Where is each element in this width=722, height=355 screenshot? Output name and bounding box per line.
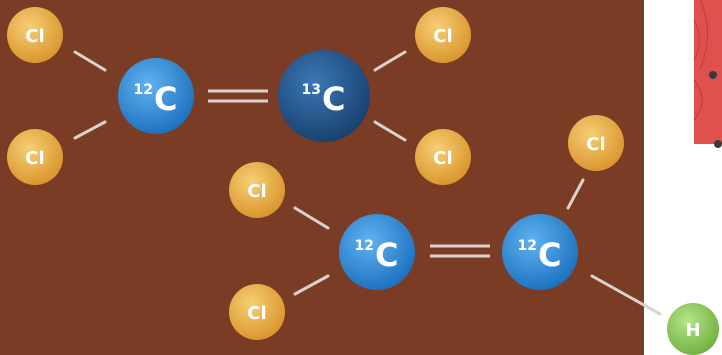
molecule-top: Cl Cl Cl Cl 12 C 13 C (7, 7, 471, 185)
atom-label: Cl (433, 26, 452, 47)
chlorine-atom: Cl (415, 7, 471, 63)
bond (293, 206, 330, 230)
inset-thumbnail (693, 0, 722, 148)
bond (73, 50, 107, 72)
bond (373, 120, 407, 142)
element-symbol: C (538, 236, 561, 274)
chlorine-atom: Cl (229, 162, 285, 218)
atom-label: Cl (433, 148, 452, 169)
carbon-12-atom: 12 C (118, 58, 194, 134)
carbon-13-atom: 13 C (278, 50, 370, 142)
isotope-number: 13 (302, 82, 321, 98)
carbon-12-atom: 12 C (502, 214, 578, 290)
element-symbol: C (154, 80, 177, 118)
atom-label: H (685, 320, 700, 341)
hydrogen-atom: H (667, 303, 719, 355)
chlorine-atom: Cl (229, 284, 285, 340)
chlorine-atom: Cl (7, 129, 63, 185)
atom-label: Cl (247, 181, 266, 202)
atom-label: Cl (247, 303, 266, 324)
bond (73, 120, 107, 140)
molecule-bottom: Cl Cl Cl 12 C 12 C H (229, 115, 719, 355)
chlorine-atom: Cl (7, 7, 63, 63)
chlorine-atom: Cl (415, 129, 471, 185)
atom-label: Cl (586, 134, 605, 155)
bond (566, 178, 585, 210)
element-symbol: C (322, 80, 345, 118)
bond (373, 50, 407, 72)
isotope-number: 12 (518, 238, 537, 254)
bond (293, 274, 330, 296)
chlorine-atom: Cl (568, 115, 624, 171)
atom-label: Cl (25, 148, 44, 169)
atom-label: Cl (25, 26, 44, 47)
isotope-number: 12 (134, 82, 153, 98)
element-symbol: C (375, 236, 398, 274)
isotope-number: 12 (355, 238, 374, 254)
bond (590, 274, 662, 316)
carbon-12-atom: 12 C (339, 214, 415, 290)
